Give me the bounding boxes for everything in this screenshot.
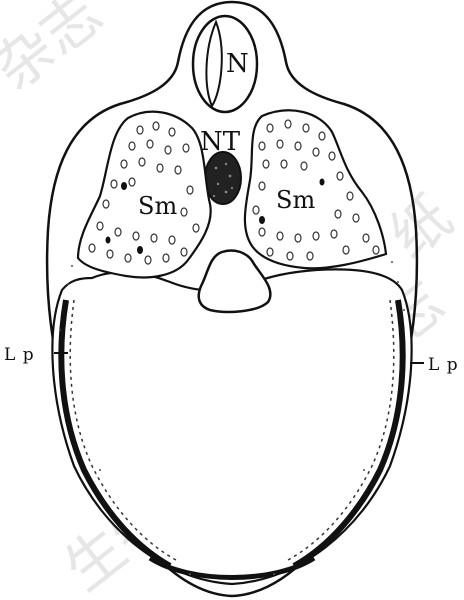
lateral-plate-right-label: L p	[428, 355, 459, 375]
notochord-label: N	[226, 49, 249, 79]
watermark-text: 纸	[377, 182, 464, 271]
lateral-plate-left-label: L p	[4, 345, 35, 365]
somite-right	[245, 110, 386, 268]
somite-left-label: Sm	[138, 192, 177, 220]
gut	[199, 251, 271, 312]
watermark-text: 杂志	[0, 0, 115, 104]
somite-right-label: Sm	[276, 186, 315, 214]
neural-tube	[205, 152, 241, 204]
neural-tube-label: NT	[200, 127, 241, 157]
